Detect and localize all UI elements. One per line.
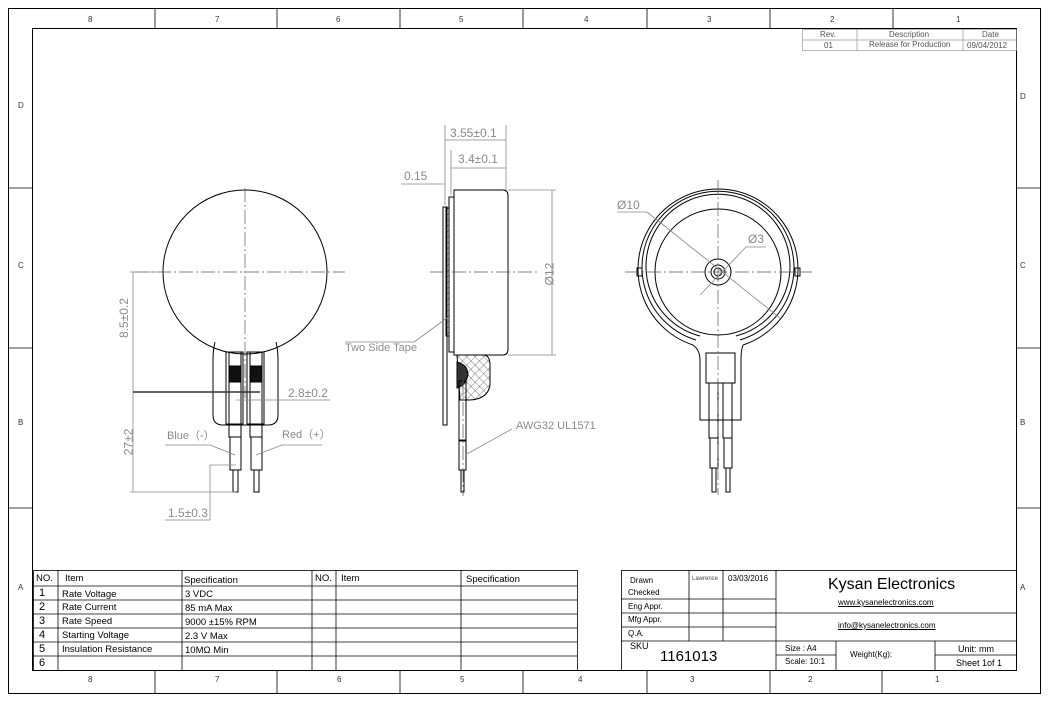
label-blue-wire: Blue（-） (167, 430, 215, 442)
dim-tape-thickness: 0.15 (404, 169, 428, 183)
spec-row-no: 2 (39, 601, 46, 613)
zone-left-d: D (18, 101, 24, 110)
label-wire-spec: AWG32 UL1571 (516, 420, 596, 432)
date-header: Date (982, 30, 999, 39)
spec-row-spec: 3 VDC (185, 589, 213, 600)
dim-inner-diameter: Ø10 (617, 198, 640, 212)
rear-view (617, 180, 812, 495)
unit-label: Unit: mm (958, 644, 994, 654)
label-red-wire: Red（+） (282, 429, 331, 441)
zone-bottom-6: 6 (337, 675, 342, 684)
zone-bottom-2: 2 (808, 675, 813, 684)
weight-label: Weight(Kg): (850, 650, 893, 659)
spec-row-no: 3 (39, 615, 46, 627)
company-email-link[interactable]: info@kysanelectronics.com (838, 621, 936, 630)
label-two-side-tape: Two Side Tape (345, 342, 417, 354)
zone-bottom-7: 7 (215, 675, 220, 684)
dim-total-thickness: 3.55±0.1 (450, 126, 497, 140)
rev-description: Release for Production (869, 40, 951, 49)
spec-header-item-2: Item (341, 573, 360, 584)
zone-bottom-5: 5 (460, 675, 465, 684)
zone-right-d: D (1020, 92, 1026, 101)
dim-body-diameter: Ø12 (542, 262, 557, 286)
side-view (345, 125, 556, 496)
zone-top-3: 3 (707, 15, 712, 24)
spec-row-item: Rate Current (62, 602, 117, 613)
spec-row-no: 5 (39, 643, 46, 655)
zone-top-4: 4 (584, 15, 589, 24)
spec-header-no: NO. (36, 573, 53, 584)
mfg-appr-label: Mfg Appr. (628, 615, 662, 624)
spec-header-specification-2: Specification (466, 574, 520, 585)
zone-right-b: B (1020, 418, 1026, 427)
front-view (130, 188, 345, 521)
outer-frame (8, 8, 1041, 694)
spec-header-specification: Specification (184, 575, 238, 586)
zone-bottom-4: 4 (578, 675, 583, 684)
spec-row-spec: 9000 ±15% RPM (185, 617, 257, 628)
sheet-number: Sheet 1of 1 (956, 658, 1003, 668)
zone-top-6: 6 (336, 15, 341, 24)
spec-table-lines (33, 570, 578, 671)
spec-row-no: 1 (39, 587, 46, 599)
company-website-link[interactable]: www.kysanelectronics.com (838, 598, 934, 607)
spec-header-no-2: NO. (315, 573, 332, 584)
dim-lead-length: 27±2 (121, 428, 136, 456)
spec-row-item: Starting Voltage (62, 630, 130, 641)
qa-label: Q.A. (628, 629, 645, 638)
zone-left-c: C (18, 261, 24, 270)
spec-row-spec: 10MΩ Min (185, 645, 229, 656)
checked-label: Checked (628, 588, 660, 597)
spec-row-no: 4 (39, 629, 46, 641)
rev-header: Rev. (820, 30, 836, 39)
zone-bottom-3: 3 (690, 675, 695, 684)
zone-right-a: A (1020, 583, 1026, 592)
drawn-label: Drawn (630, 576, 654, 585)
spec-row-item: Insulation Resistance (62, 644, 153, 655)
zone-top-8: 8 (88, 15, 93, 24)
dim-body-thickness: 3.4±0.1 (458, 152, 498, 166)
spec-row-item: Rate Speed (62, 616, 113, 627)
spec-row-spec: 85 mA Max (185, 603, 233, 614)
zone-left-a: A (18, 583, 24, 592)
dim-lead-spacing: 2.8±0.2 (288, 386, 328, 400)
company-name: Kysan Electronics (828, 576, 956, 593)
zone-bottom-8: 8 (88, 675, 93, 684)
inner-frame (32, 28, 1017, 671)
title-block-lines (621, 570, 1017, 671)
spec-row-item: Rate Voltage (62, 589, 117, 600)
sku-label: SKU (630, 641, 649, 651)
sku-value: 1161013 (660, 648, 718, 665)
dim-hub-diameter: Ø3 (748, 232, 765, 246)
spec-header-item: Item (65, 573, 84, 584)
zone-left-b: B (18, 418, 24, 427)
dim-strip-length: 1.5±0.3 (168, 506, 208, 520)
zone-top-5: 5 (459, 15, 464, 24)
rev-value: 01 (824, 41, 833, 50)
dim-center-to-lead: 8.5±0.2 (116, 298, 131, 338)
drawn-by: Lawrence (692, 576, 719, 582)
zone-top-7: 7 (215, 15, 220, 24)
spec-row-spec: 2.3 V Max (185, 631, 228, 642)
description-header: Description (889, 30, 930, 39)
zone-bottom-1: 1 (935, 675, 940, 684)
zone-top-2: 2 (830, 15, 835, 24)
zone-top-1: 1 (956, 15, 961, 24)
sheet-size: Size : A4 (785, 644, 817, 653)
drawing-scale: Scale: 10:1 (785, 657, 826, 666)
zone-right-c: C (1020, 261, 1026, 270)
rev-date: 09/04/2012 (967, 41, 1008, 50)
drawn-date: 03/03/2016 (728, 574, 769, 583)
spec-row-no: 6 (39, 657, 46, 669)
eng-appr-label: Eng Appr. (628, 602, 663, 611)
